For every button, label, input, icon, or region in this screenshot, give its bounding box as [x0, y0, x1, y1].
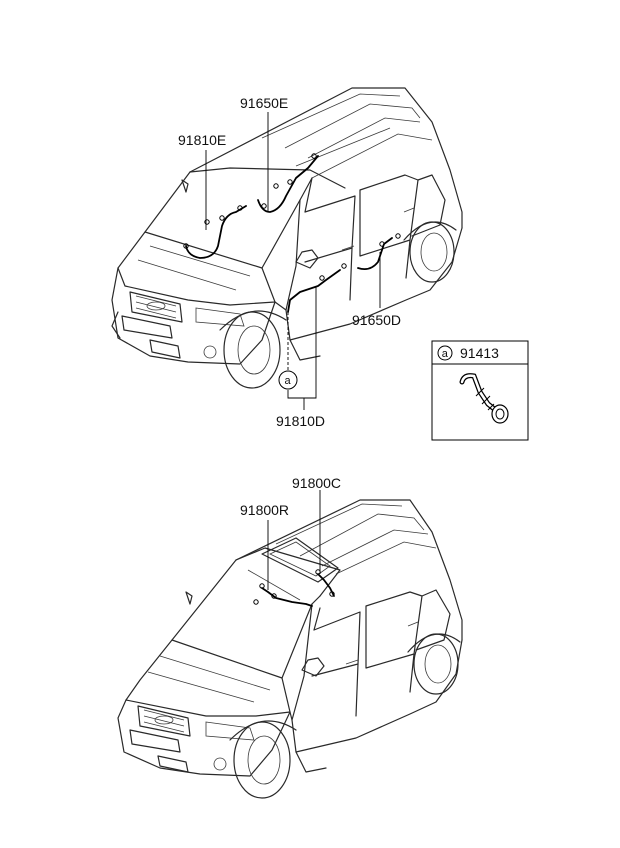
- detail-part-number: 91413: [460, 345, 499, 361]
- harness-91650E: [257, 155, 319, 213]
- callout-marker-a: a: [278, 370, 298, 390]
- harness-91650D: [357, 237, 393, 271]
- detail-marker-text: a: [442, 348, 449, 360]
- harness-91800C: [317, 573, 335, 597]
- label-91800R: 91800R: [240, 502, 289, 518]
- label-91650E: 91650E: [240, 95, 288, 111]
- harness-91800R: [261, 587, 313, 607]
- label-91810E: 91810E: [178, 132, 226, 148]
- label-91650D: 91650D: [352, 312, 401, 328]
- top-vehicle-illustration: [111, 87, 463, 389]
- top-wiring-harnesses: [183, 153, 401, 313]
- grommet-icon: [459, 373, 509, 424]
- label-91810D: 91810D: [276, 413, 325, 429]
- bottom-leader-lines: [267, 490, 321, 590]
- top-leader-lines: [205, 112, 381, 410]
- detail-box-91413: a 91413: [431, 340, 529, 441]
- bottom-wiring-harnesses: [253, 569, 335, 607]
- harness-91810E: [185, 205, 247, 259]
- label-91800C: 91800C: [292, 475, 341, 491]
- bottom-vehicle-illustration: [117, 499, 463, 799]
- harness-91810D: [287, 269, 341, 313]
- callout-marker-a-text: a: [285, 375, 292, 387]
